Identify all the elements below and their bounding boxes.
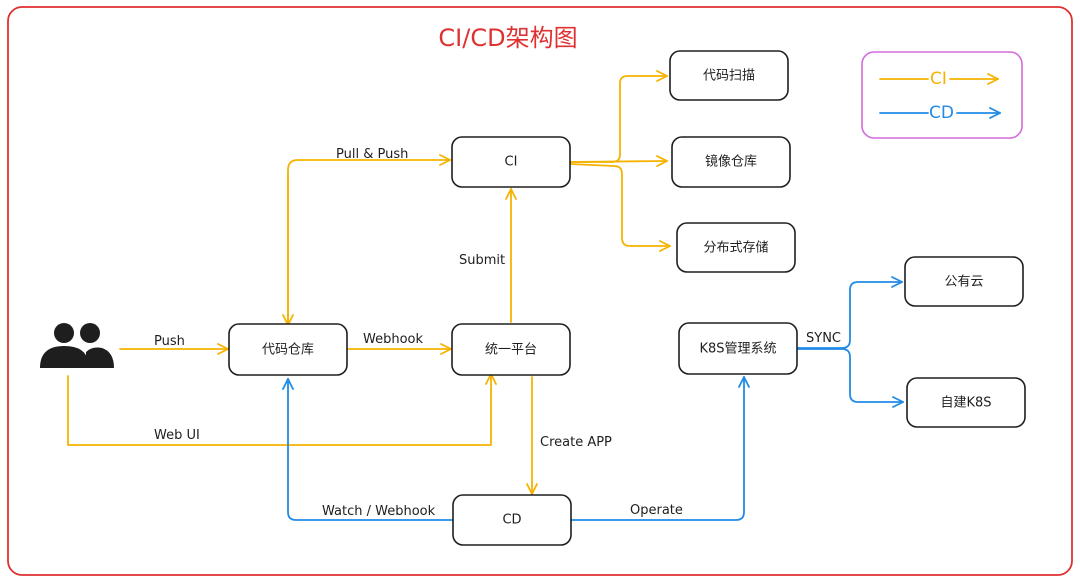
node-image-repo: 镜像仓库 (671, 136, 791, 188)
node-unified-platform: 统一平台 (451, 323, 571, 376)
legend: CI CD (861, 51, 1023, 139)
edge-label-submit: Submit (459, 253, 505, 268)
edge-web-ui (67, 374, 491, 446)
node-image-repo-label: 镜像仓库 (705, 154, 757, 170)
users-icon (40, 323, 114, 368)
node-ci-label: CI (505, 155, 518, 170)
edge-label-pull-push: Pull & Push (336, 147, 408, 162)
node-distributed-storage: 分布式存储 (676, 222, 796, 273)
edge-sync-public-cloud (796, 282, 902, 349)
node-unified-platform-label: 统一平台 (485, 343, 537, 358)
node-code-repo-label: 代码仓库 (262, 342, 314, 358)
legend-cd-label: CD (929, 103, 954, 123)
node-cd-label: CD (502, 513, 521, 528)
node-cd: CD (452, 494, 572, 546)
node-code-repo: 代码仓库 (228, 323, 348, 376)
edge-label-sync: SYNC (806, 331, 841, 346)
node-ci: CI (451, 136, 571, 188)
node-public-cloud-label: 公有云 (944, 275, 983, 290)
node-self-built-k8s: 自建K8S (906, 377, 1026, 428)
node-code-scan: 代码扫描 (669, 50, 789, 101)
edge-label-push: Push (154, 334, 185, 349)
edge-label-watch-webhook: Watch / Webhook (322, 504, 436, 519)
edge-ci-to-scan (569, 76, 667, 163)
diagram-title: CI/CD架构图 (438, 24, 577, 52)
node-code-scan-label: 代码扫描 (703, 69, 755, 84)
legend-frame (861, 51, 1023, 139)
legend-ci-label: CI (930, 69, 947, 89)
edge-sync-self-built (796, 348, 903, 402)
node-self-built-k8s-label: 自建K8S (940, 396, 991, 411)
edge-ci-to-storage (569, 163, 670, 246)
edge-watch-webhook (288, 379, 453, 521)
edge-label-webhook: Webhook (363, 332, 423, 347)
edge-ci-to-image (569, 161, 667, 162)
edge-label-create-app: Create APP (540, 435, 612, 450)
node-k8s-mgmt-label: K8S管理系统 (699, 342, 776, 357)
node-public-cloud: 公有云 (904, 256, 1024, 307)
node-k8s-mgmt: K8S管理系统 (678, 322, 798, 375)
edge-operate (571, 377, 744, 521)
node-distributed-storage-label: 分布式存储 (703, 241, 768, 256)
edge-pull-push-to-ci (287, 160, 450, 323)
outer-frame (7, 6, 1073, 576)
edge-label-operate: Operate (630, 503, 683, 518)
edge-label-web-ui: Web UI (154, 428, 200, 443)
